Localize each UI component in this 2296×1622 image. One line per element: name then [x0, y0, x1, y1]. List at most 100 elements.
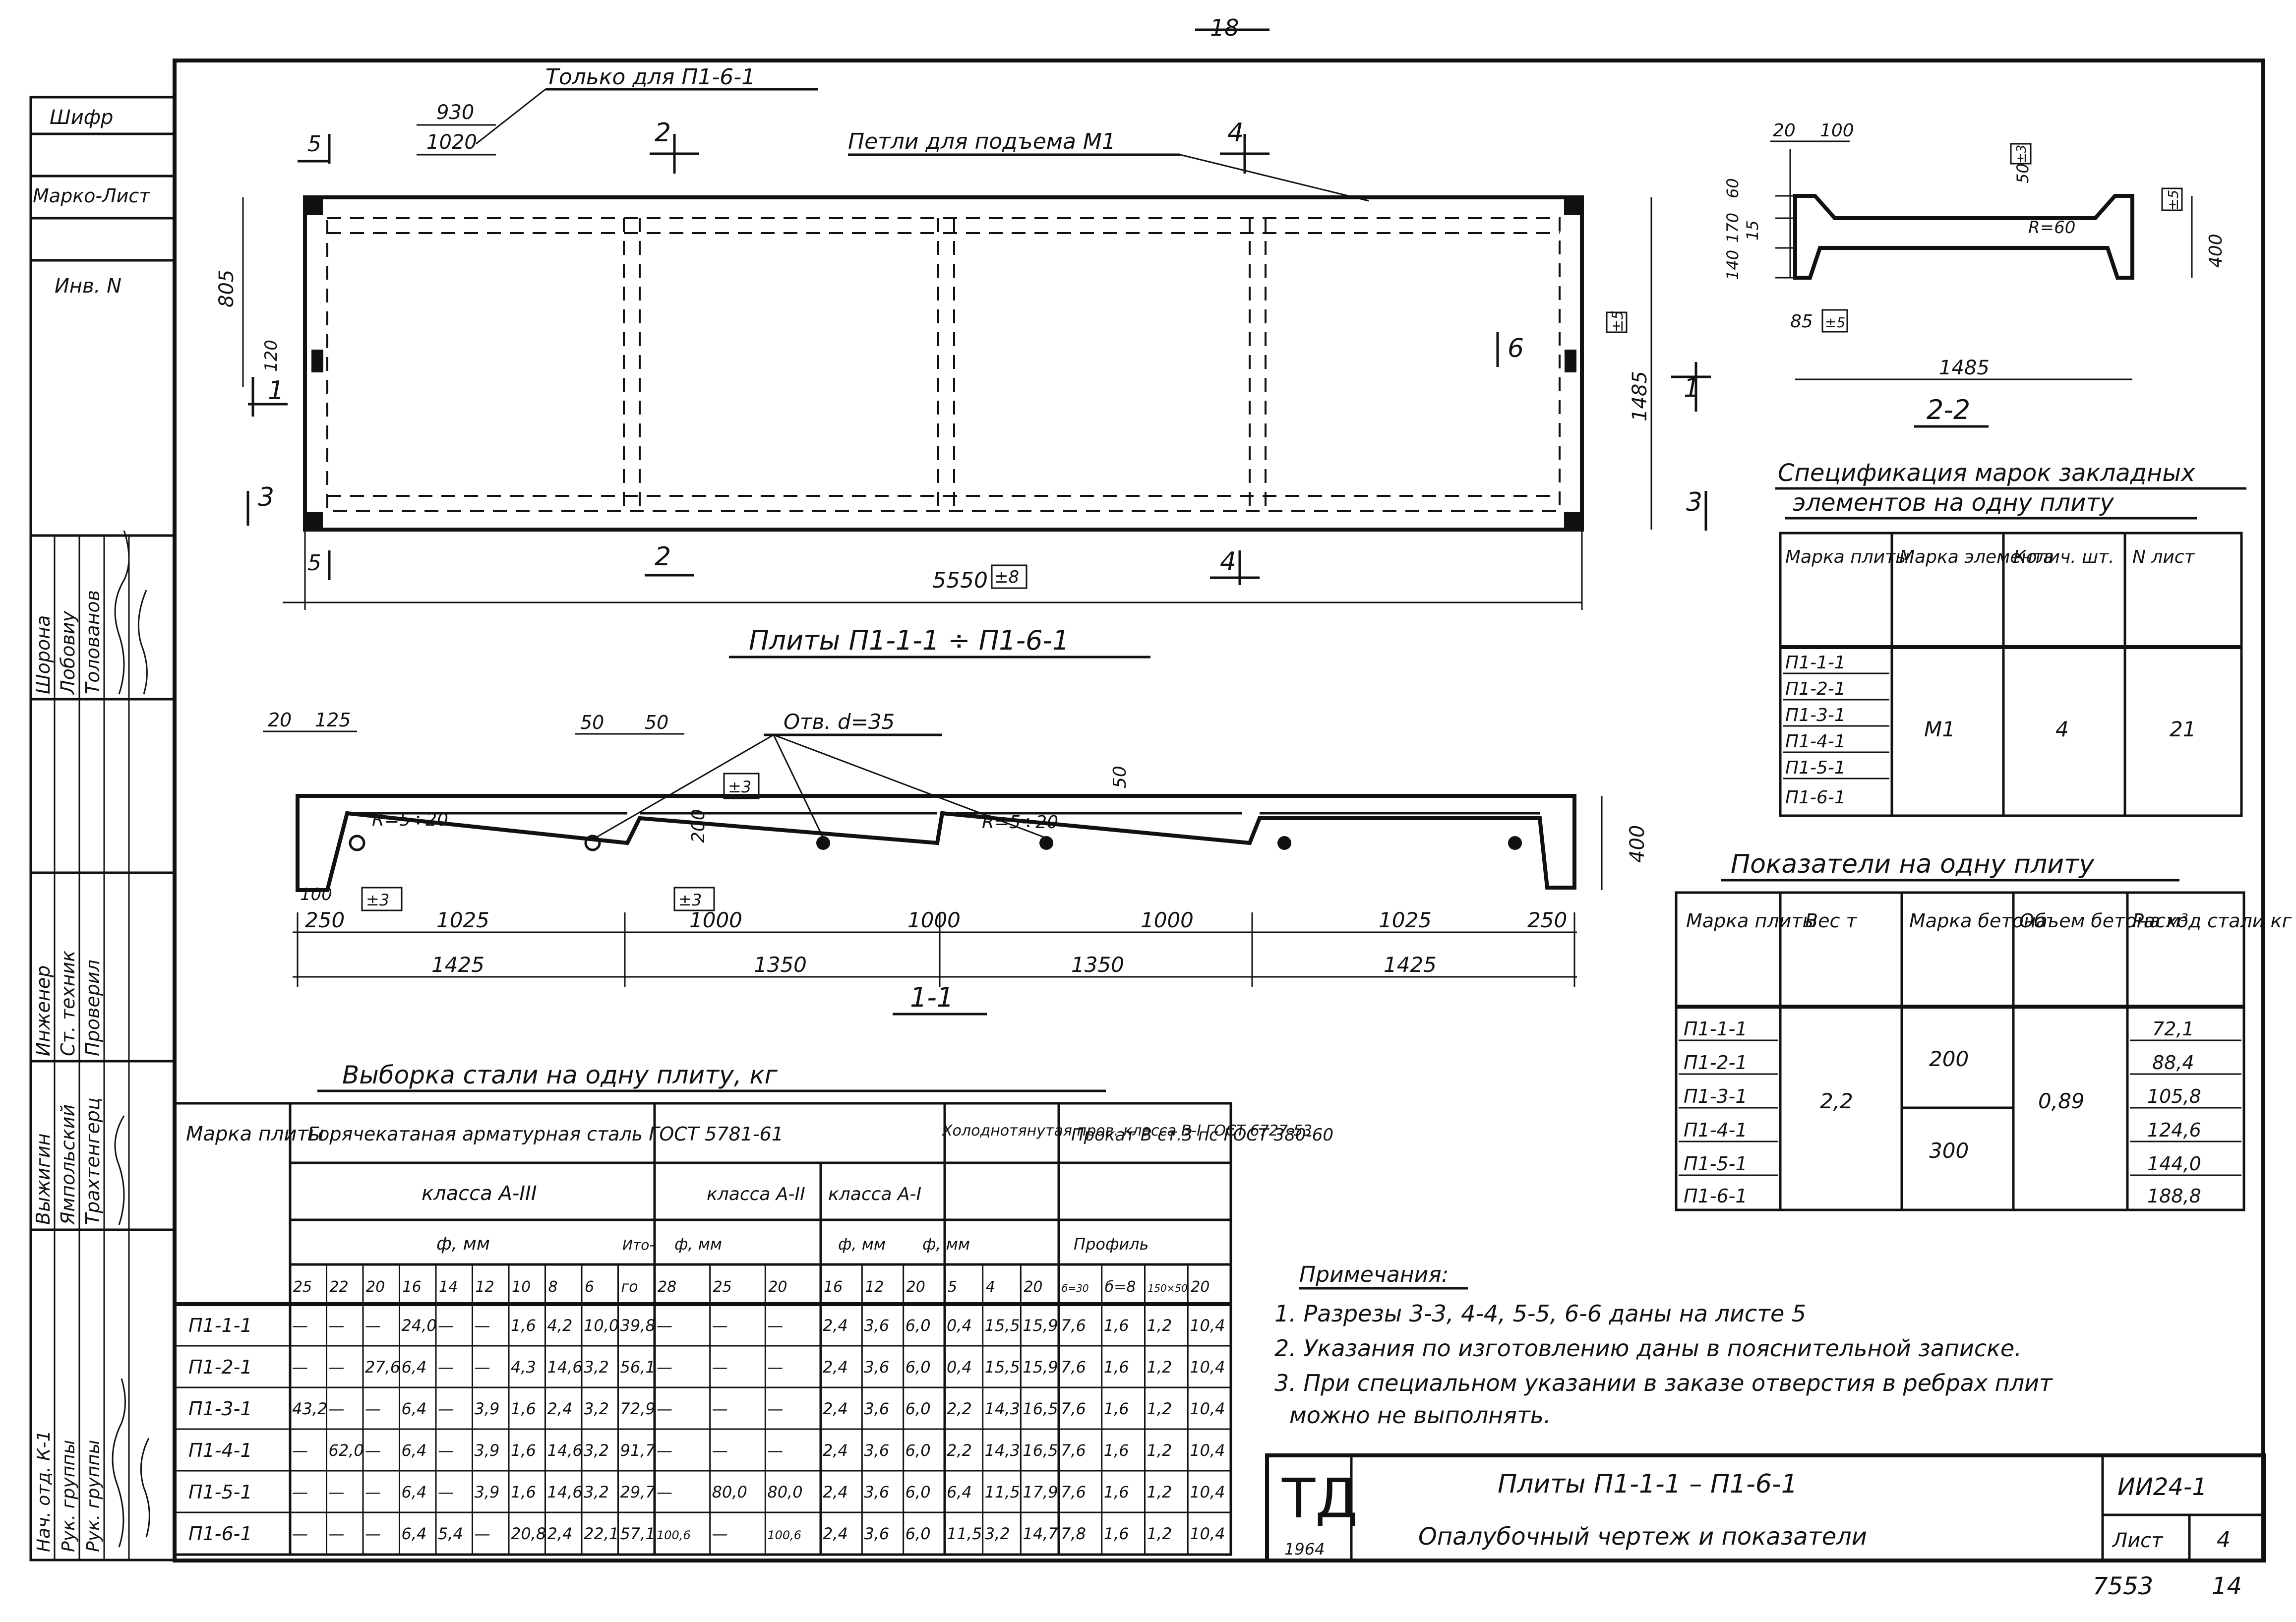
steel-title: Выборка стали на одну плиту, кг — [342, 1061, 778, 1089]
plan-dim-805: 805 — [215, 270, 238, 307]
steel-cell: 10,4 — [1190, 1524, 1225, 1543]
steel-cell: 14,3 — [985, 1399, 1020, 1418]
steel-cell: 1,6 — [1104, 1441, 1129, 1460]
steel-cell: 1,6 — [1104, 1483, 1129, 1502]
sec22-tol-3: ±3 — [2014, 145, 2029, 164]
steel-col-header: 16 — [403, 1278, 422, 1296]
steel-cell: 27,6 — [365, 1358, 400, 1377]
steel-cell: — — [438, 1316, 454, 1335]
steel-cell: — — [475, 1316, 490, 1335]
spec-h-mark: Марка плиты — [1785, 547, 1910, 567]
section-1-1: 20 125 50 50 Отв. d=35 ±3 50 200 R=5÷20 … — [263, 709, 1649, 1016]
steel-cell: — — [365, 1316, 381, 1335]
notes: Примечания: 1. Разрезы 3-3, 4-4, 5-5, 6-… — [1274, 1262, 2053, 1429]
ind-plate-2: П1-2-1 — [1684, 1052, 1748, 1074]
steel-cell: — — [657, 1483, 672, 1502]
steel-cell: — — [365, 1399, 381, 1418]
steel-h-mark: Марка плиты — [186, 1123, 324, 1145]
ind-steel-5: 144,0 — [2147, 1153, 2201, 1175]
plan-sec-5-top: 5 — [307, 131, 321, 157]
steel-cell: — — [292, 1483, 308, 1502]
ind-h-weight: Вес т — [1805, 910, 1858, 932]
ind-steel-2: 88,4 — [2152, 1052, 2194, 1074]
steel-cell: 6,4 — [947, 1483, 972, 1502]
sec11-dim-1000b: 1000 — [907, 908, 961, 932]
steel-cell: 1,6 — [511, 1441, 536, 1460]
sidebar-name-b2: Ямпольский — [57, 1104, 79, 1225]
steel-cell: 2,2 — [947, 1441, 972, 1460]
steel-cell: 1,6 — [1104, 1524, 1129, 1543]
steel-cell: 80,0 — [767, 1483, 802, 1502]
sec11-dim-50a: 50 — [580, 712, 604, 733]
title-code: ИИ24-1 — [2117, 1473, 2207, 1501]
steel-cell: 3,6 — [864, 1524, 889, 1543]
sec11-dim-100: 100 — [300, 885, 332, 904]
steel-cell: — — [329, 1524, 345, 1543]
steel-cell: 4,3 — [511, 1358, 536, 1377]
title-block: ТД 1964 Плиты П1-1-1 – П1-6-1 Опалубочны… — [1265, 1453, 2266, 1562]
sidebar-role-a3: Проверил — [82, 960, 104, 1056]
steel-cell: — — [438, 1441, 454, 1460]
steel-cell: 2,4 — [823, 1483, 848, 1502]
steel-cell: — — [767, 1316, 783, 1335]
sidebar-role-c1: Нач. отд. К-1 — [34, 1430, 54, 1552]
steel-cell: 0,4 — [947, 1316, 972, 1335]
plan-dim-1485: 1485 — [1629, 371, 1651, 421]
steel-cell: 1,2 — [1147, 1358, 1172, 1377]
steel-cell: 6,0 — [906, 1441, 931, 1460]
steel-col-header: 22 — [330, 1278, 349, 1296]
steel-cell: — — [712, 1441, 728, 1460]
spec-h-sheet: N лист — [2132, 547, 2195, 567]
spec-plate-1: П1-1-1 — [1785, 653, 1846, 673]
steel-cell: 5,4 — [438, 1524, 463, 1543]
steel-cell: — — [292, 1316, 308, 1335]
sec11-dim-1350a: 1350 — [754, 953, 807, 977]
steel-cell: 14,7 — [1023, 1524, 1058, 1543]
sec11-radius-a: R=5÷20 — [372, 810, 448, 830]
steel-row-mark: П1-5-1 — [188, 1481, 252, 1503]
sec22-dim-170: 170 — [1723, 213, 1742, 243]
steel-h-cold: Холоднотянутая пров. класса В-I ГОСТ 672… — [941, 1122, 1312, 1140]
steel-cell: 100,6 — [767, 1528, 801, 1542]
steel-col-header: 25 — [293, 1278, 312, 1296]
sec22-dim-15: 15 — [1743, 220, 1762, 240]
steel-cell: 6,4 — [402, 1483, 427, 1502]
ind-plate-6: П1-6-1 — [1684, 1185, 1748, 1207]
bottom-number-right: 14 — [2212, 1572, 2242, 1600]
steel-cell: 3,2 — [584, 1399, 609, 1418]
sec11-dim-200: 200 — [688, 809, 709, 843]
steel-cell: 10,4 — [1190, 1441, 1225, 1460]
steel-cell: 1,6 — [1104, 1399, 1129, 1418]
plan-sec-2-top: 2 — [655, 118, 671, 148]
sec11-radius-b: R=5÷20 — [982, 812, 1058, 833]
steel-h-classA2: класса А-II — [707, 1184, 805, 1204]
title-year: 1964 — [1284, 1540, 1325, 1559]
sec11-tol-3-top: ±3 — [728, 778, 751, 796]
sec11-holes: Отв. d=35 — [784, 710, 895, 734]
sidebar-role-a2: Ст. техник — [57, 951, 79, 1056]
steel-cell: 1,6 — [1104, 1358, 1129, 1377]
notes-line-1: 1. Разрезы 3-3, 4-4, 5-5, 6-6 даны на ли… — [1274, 1300, 1806, 1327]
steel-cell: 56,1 — [620, 1358, 656, 1377]
title-logo: ТД — [1281, 1467, 1358, 1530]
steel-cell: 1,6 — [511, 1399, 536, 1418]
title-line-2: Опалубочный чертеж и показатели — [1418, 1523, 1867, 1551]
sec11-dim-1025a: 1025 — [436, 908, 489, 932]
steel-cell: 2,4 — [823, 1358, 848, 1377]
sec22-dim-85: 85 — [1790, 311, 1813, 332]
plan-sec-1: 1 — [268, 376, 284, 406]
sec22-title: 2-2 — [1927, 394, 1970, 425]
sidebar: Шифр Марко-Лист Инв. N Шорона Лобовиу То… — [29, 96, 176, 1562]
sec11-dim-125: 125 — [315, 709, 351, 731]
sidebar-name-2: Лобовиу — [57, 610, 79, 695]
sec22-dim-1485: 1485 — [1939, 357, 1990, 379]
plan-note-only: Только для П1-6-1 — [545, 64, 755, 90]
steel-col-header: 4 — [986, 1278, 995, 1296]
sec11-dim-250b: 250 — [1527, 908, 1567, 932]
steel-cell: 100,6 — [657, 1528, 691, 1542]
plan-sec-6: 6 — [1508, 334, 1524, 363]
steel-cell: 6,0 — [906, 1358, 931, 1377]
sec11-dim-1000c: 1000 — [1141, 908, 1194, 932]
sec22-tol-5: ±5 — [2165, 190, 2181, 210]
spec-plate-4: П1-4-1 — [1785, 731, 1846, 752]
